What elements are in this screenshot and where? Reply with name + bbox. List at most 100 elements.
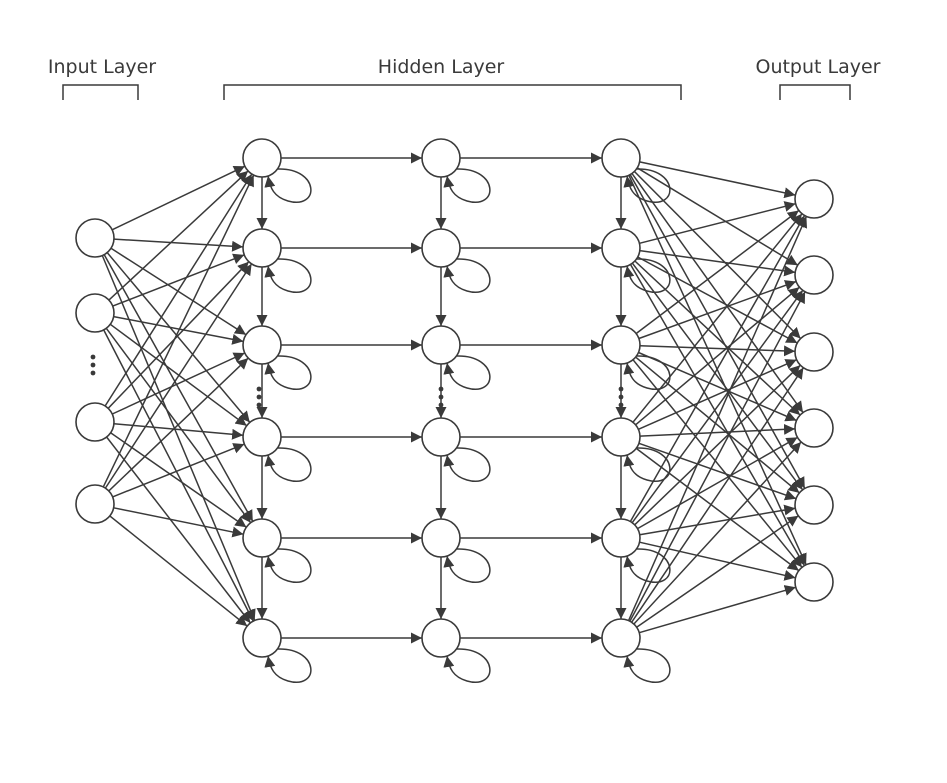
hidden-node-c1-r5: [421, 618, 461, 658]
edge-hidden-3-output-5: [635, 447, 800, 572]
neurons: [75, 138, 834, 658]
edge-hidden-2-output-0: [635, 209, 800, 335]
input-node-3: [75, 484, 115, 524]
edge-input-0-hidden-5: [101, 255, 256, 621]
edge-hidden-2-output-4: [635, 356, 800, 494]
input-node-0: [75, 218, 115, 258]
edge-hidden-5-output-3: [633, 441, 802, 625]
ellipsis-dot-2-2: [438, 402, 444, 408]
edge-hidden-4-output-2: [634, 364, 801, 526]
hidden-node-c2-r3: [601, 417, 641, 457]
ellipsis-dot-0-1: [90, 362, 96, 368]
hidden-node-c1-r2: [421, 325, 461, 365]
self-loop-c0-r3: [264, 447, 312, 483]
edge-hidden-3-output-0: [632, 213, 803, 423]
edge-hidden-5-output-2: [630, 367, 805, 623]
self-loop-c1-r4: [443, 548, 491, 584]
edge-hidden-1-output-1: [639, 249, 796, 277]
ellipsis-dot-3-0: [618, 386, 624, 392]
edge-hidden-3-output-1: [635, 286, 800, 426]
edge-input-2-hidden-3: [113, 422, 244, 440]
output-node-0: [794, 179, 834, 219]
hidden-node-c0-r2: [242, 325, 282, 365]
edge-hidden-0-output-2: [633, 170, 802, 340]
hidden-node-c2-r1: [601, 228, 641, 268]
hidden-node-c1-r1: [421, 228, 461, 268]
hidden-node-c1-r4: [421, 518, 461, 558]
connections: [101, 152, 808, 684]
edge-input-3-hidden-0: [102, 174, 255, 488]
edge-hidden-4-output-1: [631, 289, 804, 524]
edge-input-3-hidden-2: [108, 357, 249, 492]
edge-input-2-hidden-2: [111, 352, 246, 415]
self-loop-c2-r3: [623, 447, 671, 483]
output-node-1: [794, 255, 834, 295]
self-loop-c1-r0: [443, 168, 491, 204]
edge-hidden-4-output-5: [639, 541, 796, 581]
hidden-node-c0-r4: [242, 518, 282, 558]
edge-input-3-hidden-4: [113, 507, 244, 538]
edge-input-3-hidden-5: [109, 515, 248, 627]
hidden-layer-bracket: [223, 84, 682, 100]
hidden-node-c0-r5: [242, 618, 282, 658]
edge-input-1-hidden-1: [112, 253, 245, 307]
edge-hidden-1-output-5: [629, 264, 806, 566]
edge-hidden-0-output-0: [639, 161, 796, 199]
edge-input-0-hidden-1: [113, 238, 244, 252]
hidden-node-c0-r1: [242, 228, 282, 268]
edge-input-0-hidden-0: [111, 165, 246, 231]
edge-input-2-hidden-4: [110, 432, 247, 528]
output-node-3: [794, 408, 834, 448]
edge-hidden-4-output-3: [637, 436, 798, 530]
self-loop-c2-r2: [623, 355, 671, 391]
edge-hidden-1-output-4: [631, 262, 804, 491]
edge-input-2-hidden-5: [106, 436, 251, 624]
ellipsis-dot-0-2: [90, 370, 96, 376]
output-layer-label: Output Layer: [755, 56, 880, 78]
edge-input-0-hidden-3: [106, 252, 251, 423]
edge-input-0-hidden-2: [110, 247, 247, 336]
hidden-layer-label: Hidden Layer: [378, 56, 505, 78]
ellipsis-dot-2-0: [438, 386, 444, 392]
ellipsis-dot-1-1: [256, 394, 262, 400]
edge-hidden-5-output-4: [636, 515, 799, 628]
self-loop-c0-r4: [264, 548, 312, 584]
self-loop-c1-r5: [443, 648, 491, 684]
output-node-2: [794, 332, 834, 372]
ellipsis-dot-3-1: [618, 394, 624, 400]
self-loop-c2-r1: [623, 258, 671, 294]
edge-input-1-hidden-0: [108, 170, 249, 301]
edge-hidden-5-output-5: [638, 585, 797, 634]
edge-input-2-hidden-1: [107, 261, 250, 409]
edge-input-3-hidden-3: [112, 443, 245, 498]
self-loop-c0-r5: [264, 648, 312, 684]
edge-hidden-1-output-3: [634, 260, 801, 416]
ellipsis-dot-0-0: [90, 354, 96, 360]
edge-hidden-4-output-0: [629, 215, 806, 522]
hidden-node-c1-r0: [421, 138, 461, 178]
hidden-node-c0-r3: [242, 417, 282, 457]
edge-hidden-1-output-0: [639, 201, 796, 245]
edge-input-3-hidden-1: [104, 263, 253, 489]
hidden-node-c2-r0: [601, 138, 641, 178]
output-node-5: [794, 562, 834, 602]
edge-hidden-5-output-1: [629, 291, 806, 622]
ellipsis-dot-1-2: [256, 402, 262, 408]
self-loop-c0-r2: [264, 355, 312, 391]
edge-hidden-0-output-3: [631, 173, 804, 413]
ellipsis-dot-2-1: [438, 394, 444, 400]
edge-input-1-hidden-5: [103, 329, 254, 622]
edge-hidden-3-output-4: [638, 442, 797, 501]
edge-input-2-hidden-0: [104, 173, 253, 407]
edge-hidden-3-output-3: [639, 423, 796, 437]
hidden-node-c2-r2: [601, 325, 641, 365]
edge-hidden-3-output-2: [638, 359, 797, 430]
edge-hidden-2-output-2: [639, 344, 796, 357]
edge-hidden-1-output-2: [637, 256, 798, 344]
self-loop-c2-r0: [623, 168, 671, 204]
hidden-node-c2-r5: [601, 618, 641, 658]
self-loop-c0-r1: [264, 258, 312, 294]
ellipsis-dot-1-0: [256, 386, 262, 392]
self-loop-c1-r1: [443, 258, 491, 294]
